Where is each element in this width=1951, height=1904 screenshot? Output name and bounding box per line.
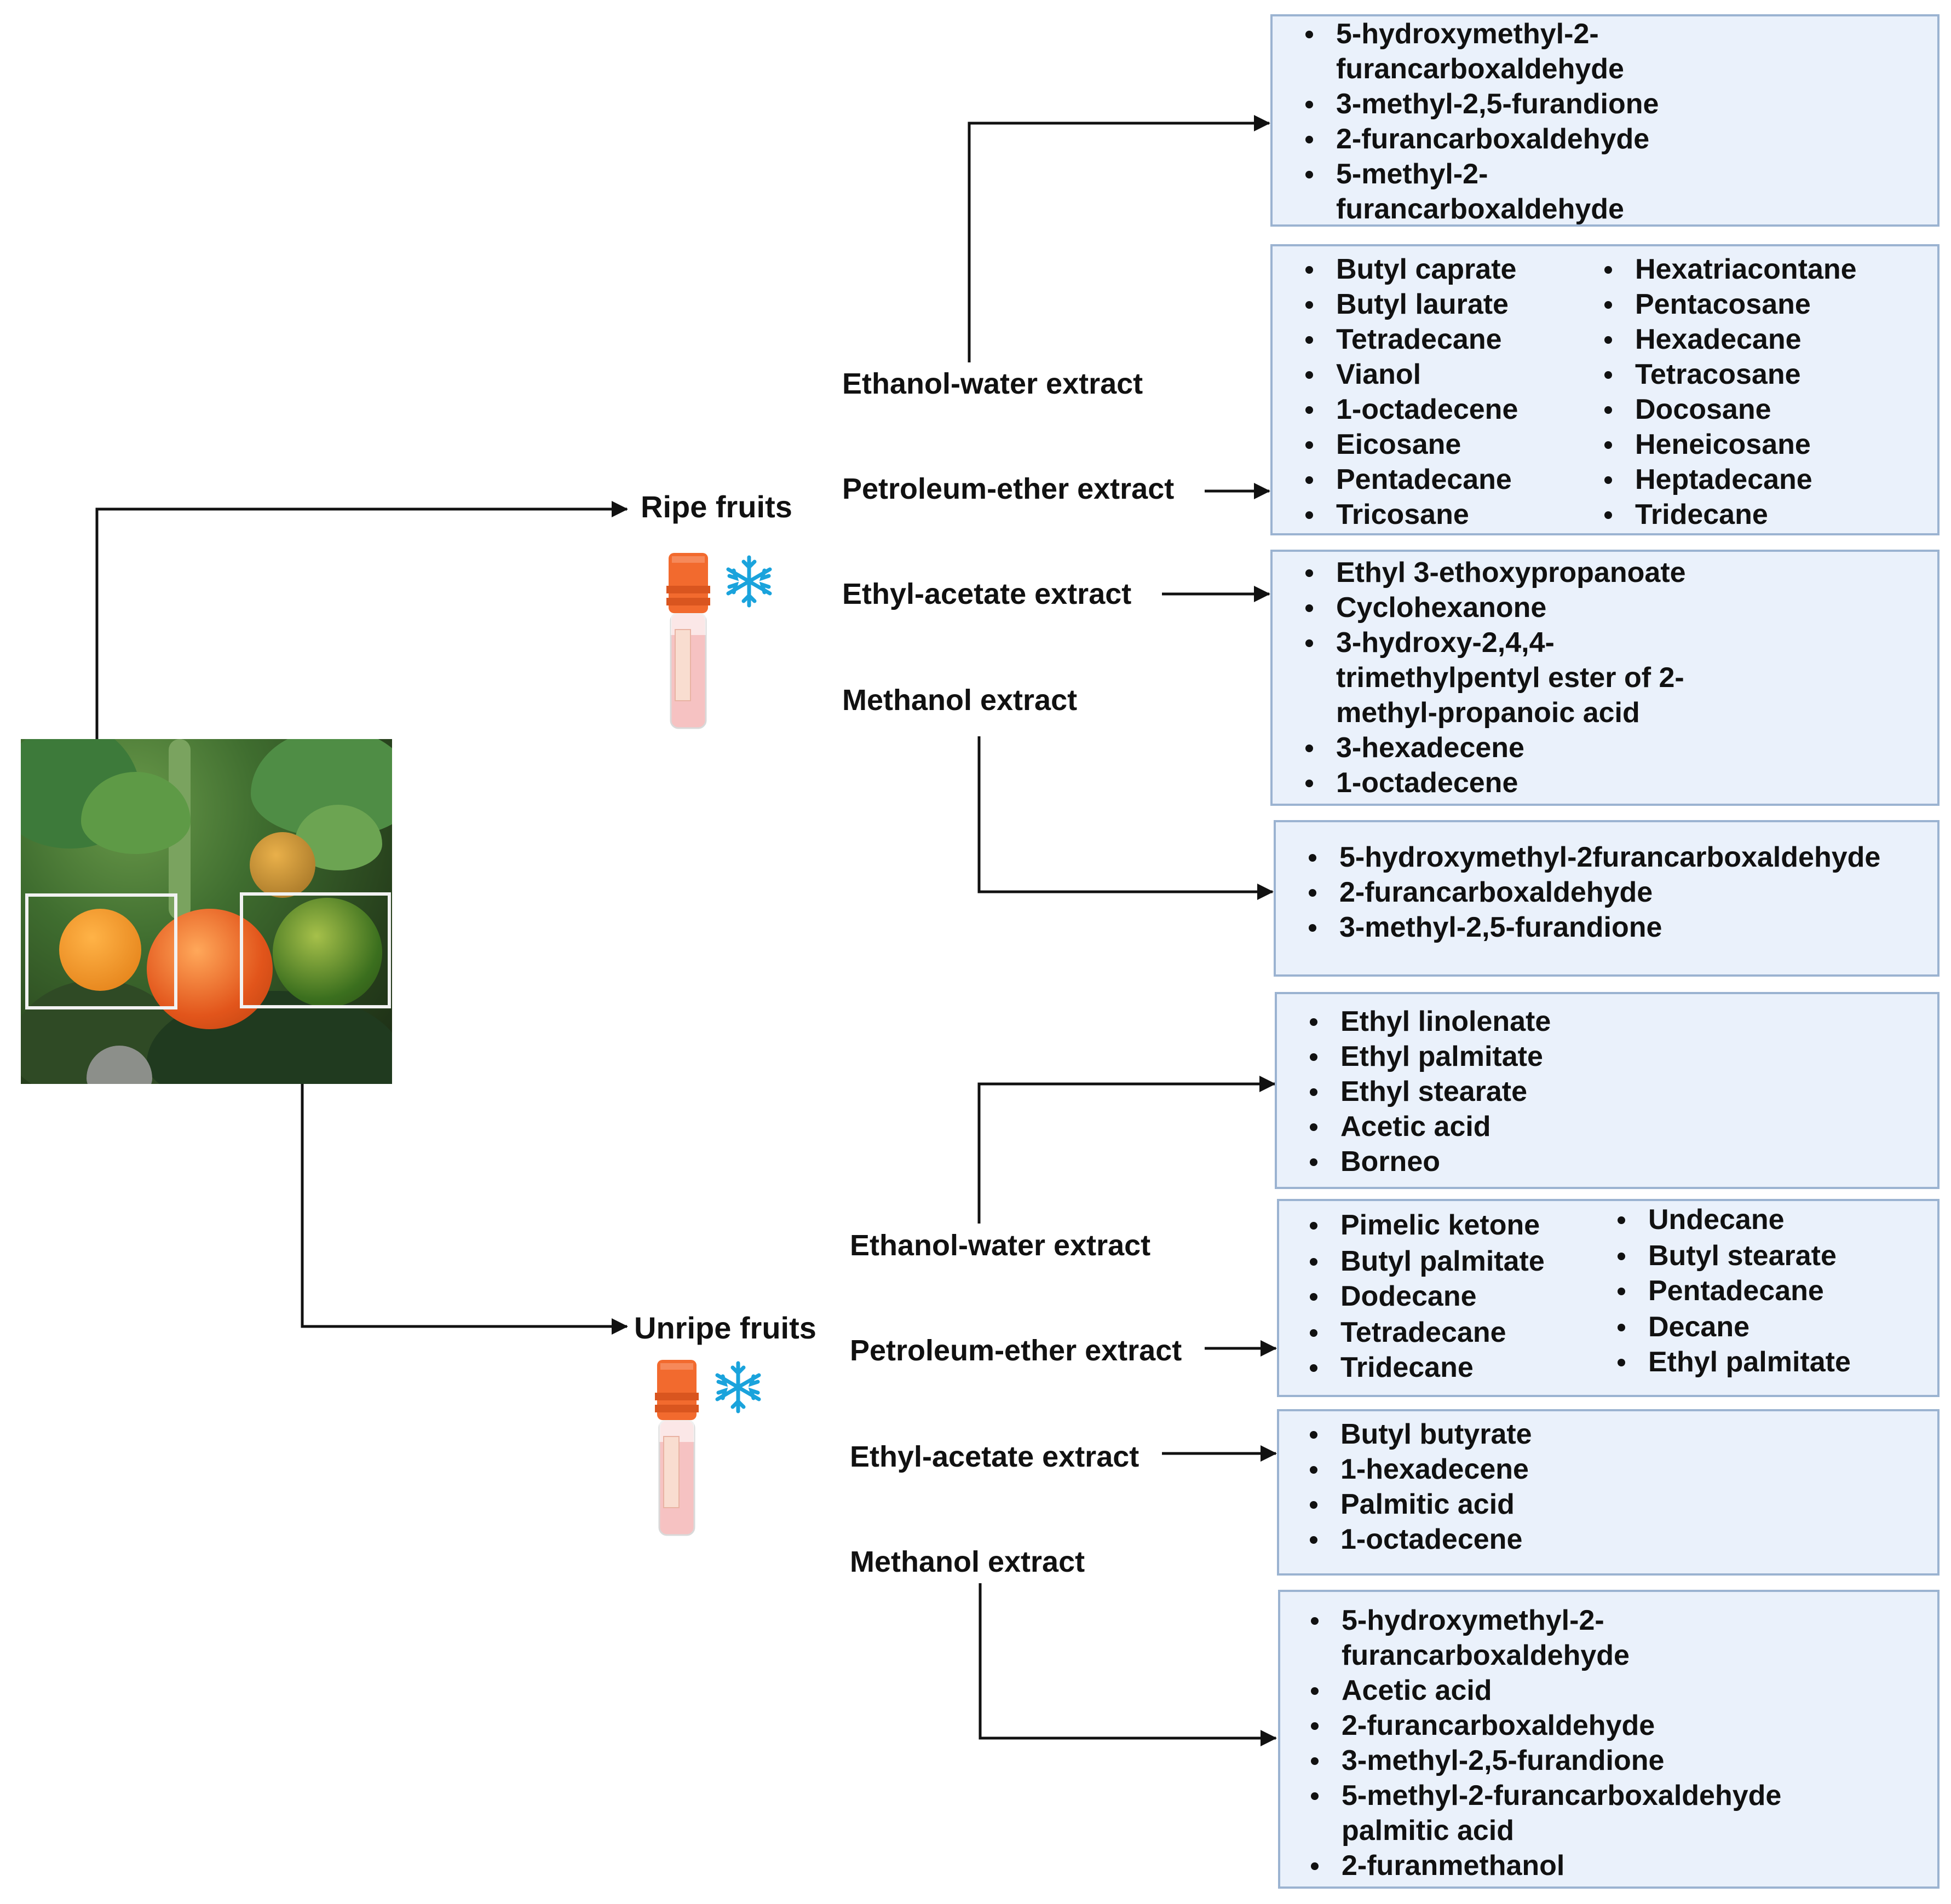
tomato-plant-photo <box>21 739 392 1084</box>
compound-item: Ethyl palmitate <box>1618 1345 1851 1380</box>
compound-item: 1-octadecene <box>1305 392 1518 427</box>
ripe-fruits-label: Ripe fruits <box>641 489 792 524</box>
compound-item: Acetic acid <box>1310 1109 1491 1144</box>
selection-box-ripe <box>25 893 177 1009</box>
ripe-petroleum-ether-label: Petroleum-ether extract <box>842 472 1175 505</box>
compound-item: Tridecane <box>1604 497 1768 532</box>
compound-item: methyl-propanoic acid <box>1336 697 1640 729</box>
compound-item: Tetradecane <box>1305 322 1502 357</box>
compound-item: Tricosane <box>1305 497 1469 532</box>
compound-item: Borneo <box>1310 1144 1440 1179</box>
ripe-ethanol-water-box: 5-hydroxymethyl-2- furancarboxaldehyde 3… <box>1270 14 1940 227</box>
compound-item: 1-hexadecene <box>1310 1452 1529 1487</box>
compound-item: Pentadecane <box>1305 462 1512 497</box>
compound-item: 5-methyl-2- <box>1305 157 1488 192</box>
unripe-ethanol-water-label: Ethanol-water extract <box>850 1229 1151 1262</box>
ripe-ethanol-water-label: Ethanol-water extract <box>842 367 1143 400</box>
arrow-to-unripe <box>301 1084 628 1335</box>
compound-item: 2-furancarboxaldehyde <box>1309 875 1653 910</box>
compound-item: 3-methyl-2,5-furandione <box>1309 910 1662 945</box>
ripe-petroleum-ether-box: Butyl caprate Butyl laurate Tetradecane … <box>1270 244 1940 535</box>
unripe-ethyl-acetate-label: Ethyl-acetate extract <box>850 1440 1139 1473</box>
compound-item: Butyl caprate <box>1305 252 1516 287</box>
compound-item: Ethyl palmitate <box>1310 1039 1543 1074</box>
compound-item: 2-furancarboxaldehyde <box>1305 122 1649 157</box>
compound-item: Hexadecane <box>1604 322 1802 357</box>
compound-item: Palmitic acid <box>1310 1487 1515 1522</box>
compound-item: Butyl butyrate <box>1310 1417 1532 1452</box>
compound-item: Cyclohexanone <box>1305 590 1546 625</box>
ripe-methanol-box: 5-hydroxymethyl-2furancarboxaldehyde 2-f… <box>1274 820 1940 977</box>
ripe-ethyl-acetate-box: Ethyl 3-ethoxypropanoate Cyclohexanone 3… <box>1270 550 1940 806</box>
compound-item: Tetracosane <box>1604 357 1801 392</box>
compound-item: Vianol <box>1305 357 1421 392</box>
compound-item: 5-hydroxymethyl-2furancarboxaldehyde <box>1309 840 1880 875</box>
arrow-ripe-ethanol-water <box>968 115 1270 362</box>
compound-item: Dodecane <box>1310 1279 1477 1314</box>
compound-item: furancarboxaldehyde <box>1336 53 1624 85</box>
compound-item: 3-methyl-2,5-furandione <box>1311 1743 1664 1778</box>
compound-item: 1-octadecene <box>1305 765 1518 800</box>
unripe-petroleum-ether-box: Pimelic ketone Butyl palmitate Dodecane … <box>1277 1199 1940 1397</box>
compound-item: Ethyl linolenate <box>1310 1004 1551 1039</box>
unripe-ethanol-water-box: Ethyl linolenate Ethyl palmitate Ethyl s… <box>1275 992 1940 1189</box>
compound-item: 3-hexadecene <box>1305 730 1524 765</box>
compound-item: Ethyl 3-ethoxypropanoate <box>1305 555 1686 590</box>
compound-item: 2-furanmethanol <box>1311 1848 1564 1883</box>
compound-item: Pimelic ketone <box>1310 1208 1540 1243</box>
compound-item: Pentacosane <box>1604 287 1811 322</box>
compound-item: Heptadecane <box>1604 462 1812 497</box>
compound-item: 5-hydroxymethyl-2- <box>1311 1603 1604 1638</box>
compound-item: 5-hydroxymethyl-2- <box>1305 16 1599 51</box>
compound-item: Tridecane <box>1310 1350 1474 1385</box>
arrow-unripe-methanol <box>979 1583 1277 1746</box>
compound-item: Ethyl stearate <box>1310 1074 1527 1109</box>
compound-item: Tetradecane <box>1310 1315 1506 1350</box>
compound-item: Pentadecane <box>1618 1273 1824 1308</box>
sample-tube-icon <box>666 553 710 729</box>
compound-item: Docosane <box>1604 392 1771 427</box>
compound-item: Eicosane <box>1305 427 1461 462</box>
unripe-methanol-label: Methanol extract <box>850 1545 1085 1578</box>
compound-item: trimethylpentyl ester of 2- <box>1336 662 1684 694</box>
sample-tube-icon <box>655 1360 699 1536</box>
unripe-ethyl-acetate-box: Butyl butyrate 1-hexadecene Palmitic aci… <box>1277 1409 1940 1576</box>
compound-item: 5-methyl-2-furancarboxaldehyde <box>1311 1778 1781 1813</box>
selection-box-unripe <box>240 892 391 1008</box>
ripe-ethyl-acetate-label: Ethyl-acetate extract <box>842 578 1132 610</box>
compound-item: palmitic acid <box>1342 1815 1514 1847</box>
compound-item: Butyl laurate <box>1305 287 1509 322</box>
unripe-petroleum-ether-label: Petroleum-ether extract <box>850 1334 1182 1367</box>
snowflake-icon <box>715 1361 761 1413</box>
arrow-to-ripe <box>95 501 628 740</box>
compound-item: 2-furancarboxaldehyde <box>1311 1708 1655 1743</box>
ripe-methanol-label: Methanol extract <box>842 684 1078 717</box>
snowflake-icon <box>726 555 772 608</box>
compound-item: Butyl palmitate <box>1310 1244 1545 1279</box>
compound-item: Acetic acid <box>1311 1673 1492 1708</box>
compound-item: 3-hydroxy-2,4,4- <box>1305 625 1555 660</box>
arrow-ripe-methanol <box>977 736 1274 900</box>
compound-item: Hexatriacontane <box>1604 252 1857 287</box>
compound-item: furancarboxaldehyde <box>1336 193 1624 225</box>
compound-item: 3-methyl-2,5-furandione <box>1305 86 1659 122</box>
compound-item: Decane <box>1618 1309 1749 1345</box>
compound-item: furancarboxaldehyde <box>1342 1640 1630 1671</box>
compound-item: Heneicosane <box>1604 427 1811 462</box>
compound-item: Undecane <box>1618 1202 1785 1237</box>
unripe-methanol-box: 5-hydroxymethyl-2- furancarboxaldehyde A… <box>1278 1590 1940 1889</box>
compound-item: Butyl stearate <box>1618 1238 1837 1273</box>
unripe-fruits-label: Unripe fruits <box>634 1311 816 1345</box>
compound-item: 1-octadecene <box>1310 1522 1522 1557</box>
arrow-unripe-ethanol-water <box>977 1076 1276 1224</box>
